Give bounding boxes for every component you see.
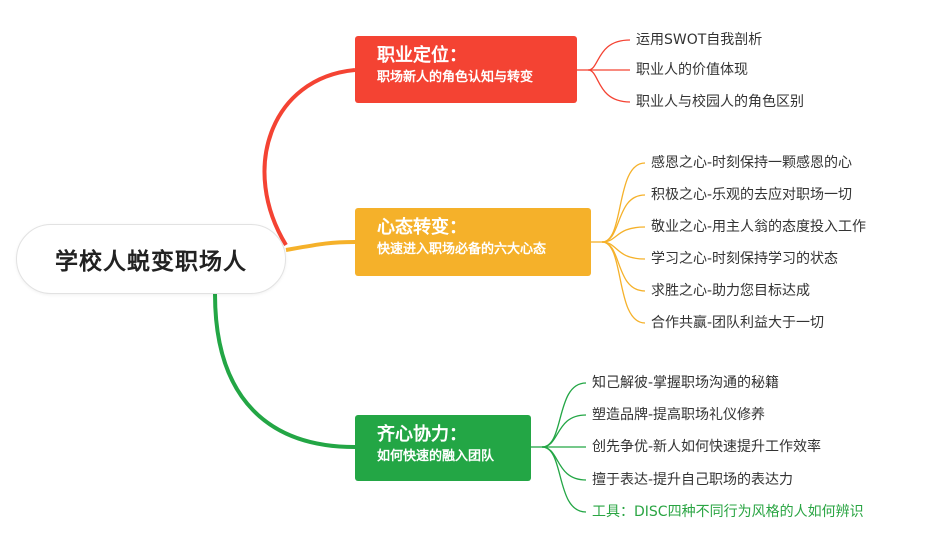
leaf-node[interactable]: 敬业之心-用主人翁的态度投入工作	[651, 219, 867, 235]
leaf-node[interactable]: 求胜之心-助力您目标达成	[651, 283, 811, 299]
branch-subtitle: 职场新人的角色认知与转变	[377, 70, 534, 85]
branch-subtitle: 如何快速的融入团队	[377, 449, 495, 464]
leaf-node-tool[interactable]: 工具：DISC四种不同行为风格的人如何辨识	[592, 504, 864, 520]
leaf-node[interactable]: 职业人的价值体现	[636, 62, 748, 78]
branch-node-career-positioning[interactable]: 职业定位： 职场新人的角色认知与转变	[355, 36, 577, 103]
root-node[interactable]: 学校人蜕变职场人	[16, 224, 286, 294]
connector-root-to-branch-3	[213, 293, 356, 449]
leaf-node[interactable]: 合作共赢-团队利益大于一切	[651, 315, 825, 331]
root-label: 学校人蜕变职场人	[55, 249, 247, 275]
connector-root-to-branch-2	[285, 240, 356, 252]
connector-root-to-branch-1	[262, 68, 356, 247]
leaf-node[interactable]: 学习之心-时刻保持学习的状态	[651, 251, 839, 267]
leaf-node[interactable]: 擅于表达-提升自己职场的表达力	[592, 472, 794, 488]
branch-node-team-cooperation[interactable]: 齐心协力： 如何快速的融入团队	[355, 415, 531, 481]
leaf-node[interactable]: 感恩之心-时刻保持一颗感恩的心	[651, 155, 853, 171]
connectors-branch-2	[591, 162, 646, 324]
leaf-node[interactable]: 塑造品牌-提高职场礼仪修养	[592, 407, 766, 423]
leaf-node[interactable]: 积极之心-乐观的去应对职场一切	[651, 187, 853, 203]
branch-subtitle: 快速进入职场必备的六大心态	[377, 242, 547, 257]
leaf-node[interactable]: 知己解彼-掌握职场沟通的秘籍	[592, 375, 780, 391]
connectors-branch-1	[577, 39, 631, 103]
leaf-node[interactable]: 创先争优-新人如何快速提升工作效率	[592, 439, 822, 455]
branch-node-mindset-change[interactable]: 心态转变： 快速进入职场必备的六大心态	[355, 208, 591, 276]
leaf-node[interactable]: 职业人与校园人的角色区别	[636, 94, 804, 110]
connectors-branch-3	[531, 382, 587, 513]
branch-title: 齐心协力：	[377, 424, 467, 445]
branch-title: 职业定位：	[377, 45, 467, 66]
leaf-node[interactable]: 运用SWOT自我剖析	[636, 32, 763, 48]
branch-title: 心态转变：	[377, 217, 467, 238]
